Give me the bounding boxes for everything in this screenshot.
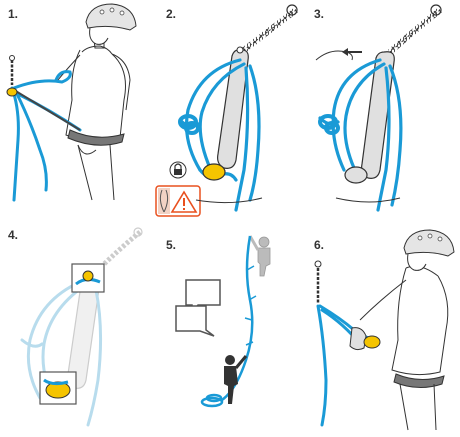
rope-3 xyxy=(318,58,403,212)
panel-4 xyxy=(20,227,143,427)
helmet-icon xyxy=(85,3,137,45)
step-6-label: 6. xyxy=(314,238,325,252)
climber-figure-6 xyxy=(359,265,449,431)
step-4-label: 4. xyxy=(8,228,19,242)
panel-2 xyxy=(155,4,298,217)
panel-5 xyxy=(175,235,271,408)
rope-coil xyxy=(200,393,224,408)
helmet-icon-6 xyxy=(403,229,455,271)
padlock-icon xyxy=(169,161,187,179)
knot-icon-3 xyxy=(318,114,340,135)
warning-icon xyxy=(155,185,201,217)
panel-3 xyxy=(315,4,442,212)
top-climber xyxy=(248,235,271,277)
climber-figure xyxy=(51,39,131,201)
carabiner-6 xyxy=(349,327,367,351)
panel-1 xyxy=(6,3,137,202)
knot-icon xyxy=(178,114,200,135)
anchor-ring xyxy=(286,4,298,16)
panel-6 xyxy=(314,229,455,431)
sling xyxy=(13,89,81,131)
speech-bubble-icon xyxy=(175,279,221,337)
step-2-label: 2. xyxy=(166,7,177,21)
anchor-chain xyxy=(9,55,15,85)
belay-device-3 xyxy=(344,166,368,184)
bottom-climber xyxy=(224,355,248,404)
step-1-label: 1. xyxy=(8,7,19,21)
step-5-label: 5. xyxy=(166,238,177,252)
belay-device-6 xyxy=(363,335,381,349)
rope-6 xyxy=(316,304,374,427)
arrow-icon xyxy=(342,48,362,56)
detail-box-bottom xyxy=(39,371,77,405)
belay-device xyxy=(6,87,18,97)
detail-box-top xyxy=(71,263,105,293)
belay-device-2 xyxy=(202,163,226,181)
step-3-label: 3. xyxy=(314,7,325,21)
